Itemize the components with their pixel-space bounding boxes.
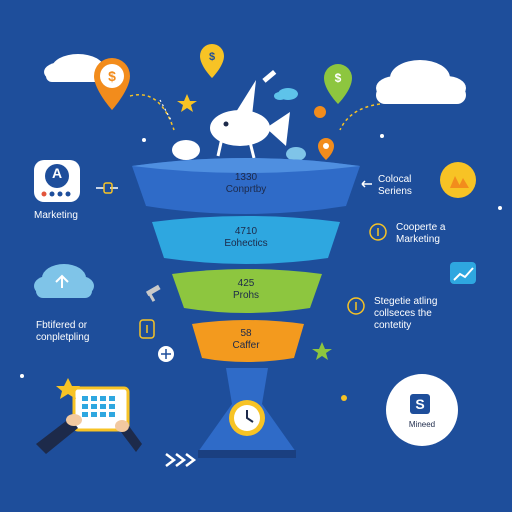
right-low-line-2: collseces the — [374, 308, 432, 319]
feature-line-1: Fbtifered or — [36, 320, 88, 331]
chevrons-right-icon — [165, 453, 197, 467]
laptop-hands-icon — [36, 378, 142, 454]
info-icon-right-2 — [347, 297, 365, 315]
arrows-exchange-icon — [361, 180, 372, 188]
right-top-line-2: Seriens — [378, 186, 412, 197]
mascot-fish-icon — [210, 80, 290, 159]
clock-icon — [229, 400, 265, 436]
tier-2-label: Eohectics — [224, 238, 268, 249]
right-top-line-1: Colocal — [378, 174, 412, 185]
tier-1-number: 1330 — [234, 172, 258, 183]
right-low-line-3: contetity — [374, 320, 412, 331]
minded-badge-icon — [386, 374, 458, 446]
dot-icon — [498, 206, 502, 210]
growth-chart-icon — [450, 262, 476, 284]
money-pin-right-icon: $ — [324, 64, 352, 104]
tier-4-number: 58 — [240, 328, 252, 339]
minded-badge-label: Mineed — [408, 420, 436, 429]
dashed-line — [159, 99, 173, 123]
info-icon-right-1 — [369, 223, 387, 241]
hammer-icon — [145, 284, 161, 302]
svg-text:$: $ — [209, 51, 215, 63]
funnel-tier-2 — [152, 216, 340, 264]
dot-icon — [142, 138, 146, 142]
svg-text:$: $ — [108, 68, 116, 84]
cloud-top-right-icon — [376, 60, 466, 104]
pin-small-orange-icon — [318, 138, 334, 160]
marketing-badge-icon — [34, 160, 80, 202]
coins-circle-icon — [440, 162, 476, 198]
money-pin-top-icon: $ — [200, 44, 224, 78]
funnel-tier-3 — [172, 269, 322, 313]
rock-left-icon — [172, 140, 200, 160]
right-mid-line-1: Cooperte a — [396, 222, 446, 233]
tier-2-number: 4710 — [234, 226, 258, 237]
feature-line-2: conpletpling — [36, 332, 90, 343]
dashed-arrow-right — [339, 103, 381, 131]
compass-icon — [158, 346, 174, 362]
star-right-icon — [312, 342, 332, 360]
link-arrows-icon — [96, 182, 118, 194]
dot-orange-icon — [314, 106, 326, 118]
tier-4-label: Caffer — [232, 340, 260, 351]
cloud-small-icon — [274, 88, 298, 100]
marketing-label: Marketing — [34, 210, 78, 221]
tier-1-label: Conprtby — [225, 184, 267, 195]
dot-yellow-icon — [341, 395, 347, 401]
minded-badge-letter: S — [415, 396, 425, 412]
dashed-arrow-left — [129, 94, 175, 131]
money-pin-left-icon: $ — [94, 58, 130, 110]
pencil-icon — [262, 69, 277, 83]
funnel-tier-4 — [192, 320, 304, 362]
cloud-top-left-icon — [44, 54, 114, 82]
dot-icon — [20, 374, 24, 378]
right-low-line-1: Stegetie atling — [374, 296, 438, 307]
rock-right-icon — [286, 147, 306, 161]
info-icon-left — [139, 319, 155, 339]
marketing-badge-letter: A — [51, 165, 63, 181]
svg-text:$: $ — [335, 71, 342, 85]
tier-3-number: 425 — [237, 278, 255, 289]
tier-3-label: Prohs — [232, 290, 260, 301]
dot-icon — [380, 134, 384, 138]
funnel-tier-1 — [132, 158, 360, 214]
right-mid-line-2: Marketing — [396, 234, 440, 245]
cloud-left-mid-icon — [34, 264, 94, 298]
star-icon — [177, 94, 197, 112]
